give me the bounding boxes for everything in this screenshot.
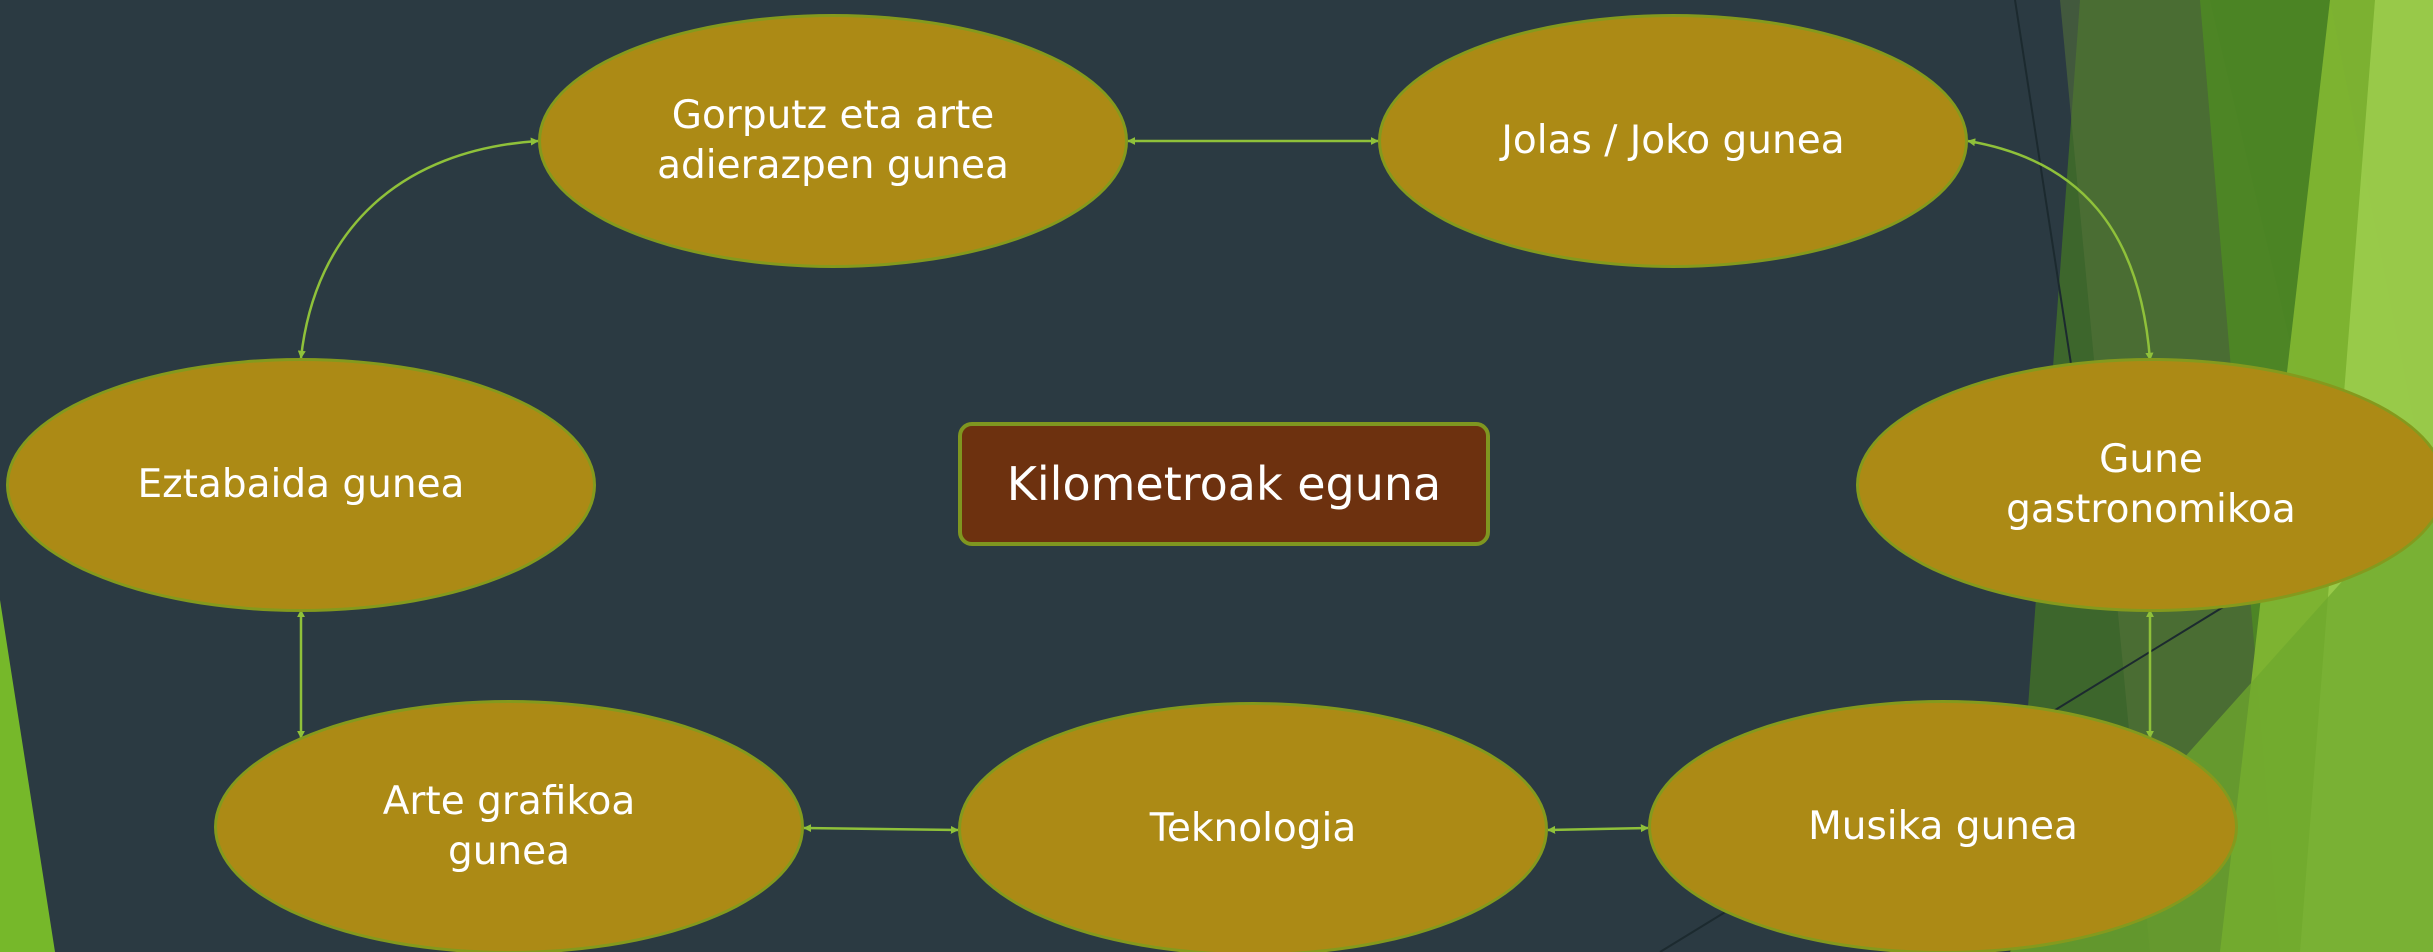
node-arte-grafikoa-line1: Arte grafikoa: [382, 779, 636, 824]
node-eztabaida-label: Eztabaida gunea: [137, 462, 465, 507]
node-musika-label: Musika gunea: [1808, 804, 2078, 849]
node-arte-grafikoa: Arte grafikoa gunea: [214, 700, 804, 952]
node-gorputz-line1: Gorputz eta arte: [671, 93, 995, 138]
node-musika: Musika gunea: [1648, 700, 2238, 952]
connector-teknologia-artegrafikoa: [803, 824, 959, 834]
center-title-box: Kilometroak eguna: [958, 422, 1490, 546]
node-teknologia: Teknologia: [958, 702, 1548, 952]
node-gastronomikoa-line2: gastronomikoa: [2006, 487, 2296, 532]
connector-eztabaida-gorputz: [297, 137, 539, 359]
node-gorputz: Gorputz eta arte adierazpen gunea: [538, 14, 1128, 268]
deco-left-green-sliver: [0, 600, 55, 952]
node-gorputz-line2: adierazpen gunea: [657, 143, 1009, 188]
connector-musika-teknologia: [1547, 824, 1649, 834]
node-teknologia-label: Teknologia: [1149, 806, 1357, 851]
center-title: Kilometroak eguna: [1006, 457, 1442, 511]
node-gastronomikoa: Gune gastronomikoa: [1856, 358, 2433, 612]
node-jolas: Jolas / Joko gunea: [1378, 14, 1968, 268]
node-gastronomikoa-line1: Gune: [2099, 437, 2203, 482]
connector-jolas-gastronomikoa: [1967, 138, 2154, 361]
node-eztabaida: Eztabaida gunea: [6, 358, 596, 612]
node-arte-grafikoa-line2: gunea: [447, 829, 571, 874]
node-jolas-label: Jolas / Joko gunea: [1501, 118, 1845, 163]
